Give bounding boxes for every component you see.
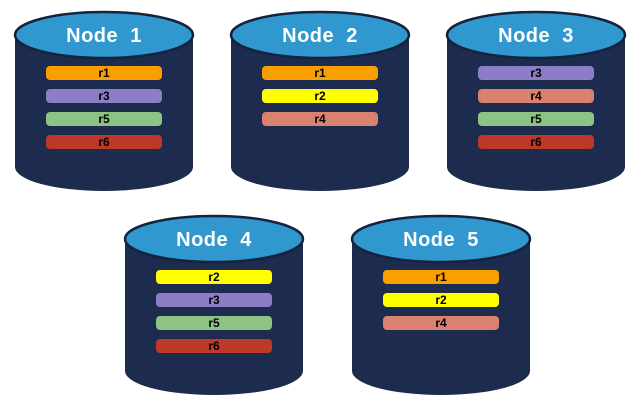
replica-label: r6 bbox=[208, 339, 220, 353]
replica-label: r2 bbox=[314, 89, 326, 103]
database-node: Node 2 r1 r2 r4 bbox=[228, 9, 412, 191]
replica-bar: r4 bbox=[262, 112, 378, 126]
replica-bar: r6 bbox=[46, 135, 162, 149]
replica-bar: r4 bbox=[383, 316, 499, 330]
replica-label: r4 bbox=[435, 316, 447, 330]
replica-list: r1 r3 r5 r6 bbox=[46, 66, 162, 149]
replica-label: r2 bbox=[435, 293, 447, 307]
replica-label: r5 bbox=[98, 112, 110, 126]
replica-label: r4 bbox=[530, 89, 542, 103]
replica-label: r1 bbox=[435, 270, 447, 284]
replica-label: r6 bbox=[530, 135, 542, 149]
replica-bar: r5 bbox=[156, 316, 272, 330]
node-title: Node 2 bbox=[282, 25, 358, 47]
replica-label: r3 bbox=[208, 293, 220, 307]
replica-bar: r6 bbox=[478, 135, 594, 149]
node-title: Node 5 bbox=[403, 229, 479, 251]
bottom-row: Node 4 r2 r3 r5 r6 Node 5 r1 r2 r4 bbox=[0, 213, 638, 395]
replica-bar: r4 bbox=[478, 89, 594, 103]
replica-bar: r5 bbox=[46, 112, 162, 126]
replica-label: r1 bbox=[314, 66, 326, 80]
replica-list: r1 r2 r4 bbox=[262, 66, 378, 126]
database-node: Node 4 r2 r3 r5 r6 bbox=[122, 213, 306, 395]
replica-bar: r1 bbox=[383, 270, 499, 284]
replica-label: r6 bbox=[98, 135, 110, 149]
replica-bar: r3 bbox=[156, 293, 272, 307]
replica-bar: r3 bbox=[478, 66, 594, 80]
database-node: Node 5 r1 r2 r4 bbox=[349, 213, 533, 395]
replica-list: r1 r2 r4 bbox=[383, 270, 499, 330]
replica-label: r5 bbox=[208, 316, 220, 330]
replica-label: r2 bbox=[208, 270, 220, 284]
database-node: Node 1 r1 r3 r5 r6 bbox=[12, 9, 196, 191]
replica-bar: r1 bbox=[46, 66, 162, 80]
replica-list: r2 r3 r5 r6 bbox=[156, 270, 272, 353]
replica-bar: r2 bbox=[156, 270, 272, 284]
node-title: Node 1 bbox=[66, 25, 142, 47]
database-node: Node 3 r3 r4 r5 r6 bbox=[444, 9, 628, 191]
node-title: Node 4 bbox=[176, 229, 252, 251]
replica-list: r3 r4 r5 r6 bbox=[478, 66, 594, 149]
replica-bar: r6 bbox=[156, 339, 272, 353]
replica-label: r1 bbox=[98, 66, 110, 80]
replica-label: r5 bbox=[530, 112, 542, 126]
replica-bar: r2 bbox=[262, 89, 378, 103]
replica-bar: r1 bbox=[262, 66, 378, 80]
replica-bar: r5 bbox=[478, 112, 594, 126]
replica-bar: r3 bbox=[46, 89, 162, 103]
replica-label: r3 bbox=[530, 66, 542, 80]
replica-label: r3 bbox=[98, 89, 110, 103]
node-title: Node 3 bbox=[498, 25, 574, 47]
replica-label: r4 bbox=[314, 112, 326, 126]
replica-bar: r2 bbox=[383, 293, 499, 307]
